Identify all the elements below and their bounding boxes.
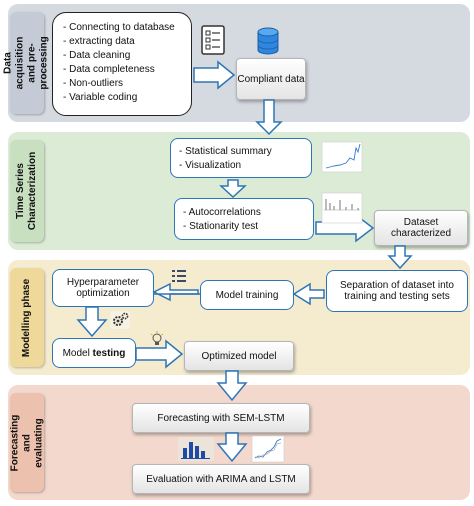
acquisition-steps-box: Connecting to database extracting data D…: [52, 12, 192, 116]
list-item: Autocorrelations: [183, 206, 305, 220]
arrow-steps-to-compliant: [193, 60, 236, 90]
checklist-icon: [201, 25, 225, 55]
model-training-label: Model training: [215, 289, 279, 301]
arrow-forecasting-to-evaluation: [216, 432, 248, 463]
hyperparameter-label: Hyperparameter optimization: [66, 277, 140, 299]
lightbulb-icon: [150, 331, 164, 345]
evaluation-label: Evaluation with ARIMA and LSTM: [146, 473, 296, 485]
dataset-characterized-label: Dataset characterized: [390, 217, 452, 239]
list-item: Statistical summary: [179, 145, 303, 159]
separation-label: Separation of dataset into training and …: [340, 280, 454, 302]
line-plot-thumbnail: [321, 141, 363, 173]
model-training-box: Model training: [200, 280, 294, 310]
database-icon: [257, 27, 279, 55]
list-item: Visualization: [179, 159, 303, 173]
list-item: Stationarity test: [183, 220, 305, 234]
phase-forecasting-label: Forecasting and evaluating: [9, 393, 44, 492]
evaluation-box: Evaluation with ARIMA and LSTM: [132, 464, 310, 494]
arrow-compliant-to-characterization: [255, 99, 283, 136]
list-item: Data completeness: [63, 63, 181, 77]
separation-box: Separation of dataset into training and …: [326, 270, 468, 312]
list-item: extracting data: [63, 35, 181, 49]
line-chart-thumbnail: [251, 435, 285, 463]
forecasting-box: Forecasting with SEM-LSTM: [132, 403, 310, 433]
acf-plot-thumbnail: [321, 192, 363, 224]
summary-box: Statistical summary Visualization: [170, 138, 312, 178]
summary-list: Statistical summary Visualization: [179, 145, 303, 173]
list-item: Variable coding: [63, 91, 181, 105]
arrow-characterized-to-separation: [387, 245, 413, 270]
compliant-data-label: Compliant data: [237, 73, 305, 85]
bar-chart-icon: [178, 437, 214, 461]
arrow-summary-to-analysis: [219, 179, 247, 199]
forecasting-label: Forecasting with SEM-LSTM: [157, 412, 285, 424]
arrow-optimized-to-forecasting: [216, 370, 248, 402]
list-item: Connecting to database: [63, 21, 181, 35]
phase-characterization-label: Time Series Characterization: [10, 140, 44, 242]
optimized-model-box: Optimized model: [184, 341, 294, 371]
analysis-list: Autocorrelations Stationarity test: [183, 206, 305, 234]
dataset-characterized-box: Dataset characterized: [374, 210, 468, 246]
model-testing-emph: testing: [92, 347, 126, 359]
list-item: Non-outliers: [63, 77, 181, 91]
arrow-testing-to-optimized: [135, 339, 184, 369]
optimized-model-label: Optimized model: [201, 350, 277, 362]
model-testing-label: Model testing: [63, 348, 126, 359]
model-testing-prefix: Model: [62, 347, 93, 359]
compliant-data-box: Compliant data: [236, 58, 306, 100]
arrow-separation-to-training: [292, 282, 325, 306]
arrow-hyperparameter-to-testing: [76, 306, 108, 338]
acquisition-steps-list: Connecting to database extracting data D…: [63, 21, 181, 105]
phase-modelling-label: Modelling phase: [10, 268, 44, 367]
list-icon: [172, 270, 186, 282]
list-item: Data cleaning: [63, 49, 181, 63]
analysis-box: Autocorrelations Stationarity test: [174, 198, 314, 240]
hyperparameter-box: Hyperparameter optimization: [52, 269, 154, 307]
gears-icon: [110, 311, 130, 329]
phase-acquisition-label: Data acquisition and pre-processing: [3, 12, 50, 114]
arrow-training-to-hyperparameter: [152, 282, 199, 302]
